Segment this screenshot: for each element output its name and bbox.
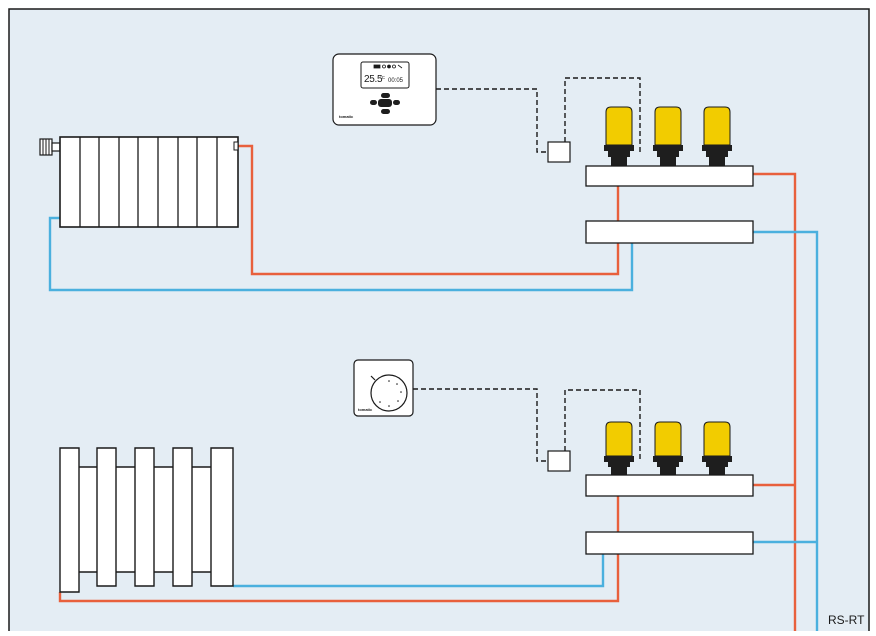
manifold-icon [585, 165, 754, 187]
control-wires [413, 77, 641, 462]
radiator-return-pipe [48, 216, 634, 292]
manifold-icon [585, 220, 754, 244]
display-status-icons [373, 64, 403, 69]
actuator-icon [653, 106, 683, 166]
actuator-icon [604, 421, 634, 475]
thermostat-buttons [370, 93, 400, 114]
return-pipes [48, 216, 819, 631]
actuator-icon [702, 421, 732, 475]
radiator-icon [39, 136, 239, 228]
actuator-icon [702, 106, 732, 166]
top-manifold [585, 106, 754, 244]
manifold-icon [585, 474, 754, 497]
thermostat-display [360, 61, 410, 89]
dial-thermostat-brand: tomatic [358, 407, 373, 412]
thermostat-unit: °C [380, 75, 386, 80]
radiator-supply-pipe [238, 144, 620, 276]
actuator-icon [653, 421, 683, 475]
top-supply-to-riser [753, 172, 797, 631]
diagram-label: RS-RT [828, 613, 865, 627]
thermostat-time: 00:05 [388, 78, 404, 84]
floor-supply-pipe [58, 554, 620, 603]
bottom-manifold [585, 421, 754, 555]
floor-heating-loop-icon [59, 447, 234, 593]
top-return-to-riser [753, 230, 819, 631]
supply-pipes [58, 144, 797, 631]
manifold-icon [585, 531, 754, 555]
actuator-icon [604, 106, 634, 166]
programmable-thermostat-brand: tomatic [339, 114, 354, 119]
wiring-box-icon [547, 141, 571, 163]
programmable-thermostat-icon: 25.5 °C 00:05 tomatic [332, 53, 437, 126]
wiring-box-icon [547, 450, 571, 472]
dial-thermostat-icon: tomatic [353, 359, 414, 417]
floor-return-pipe [233, 554, 605, 588]
thermostat-temperature: 25.5 [364, 74, 383, 85]
